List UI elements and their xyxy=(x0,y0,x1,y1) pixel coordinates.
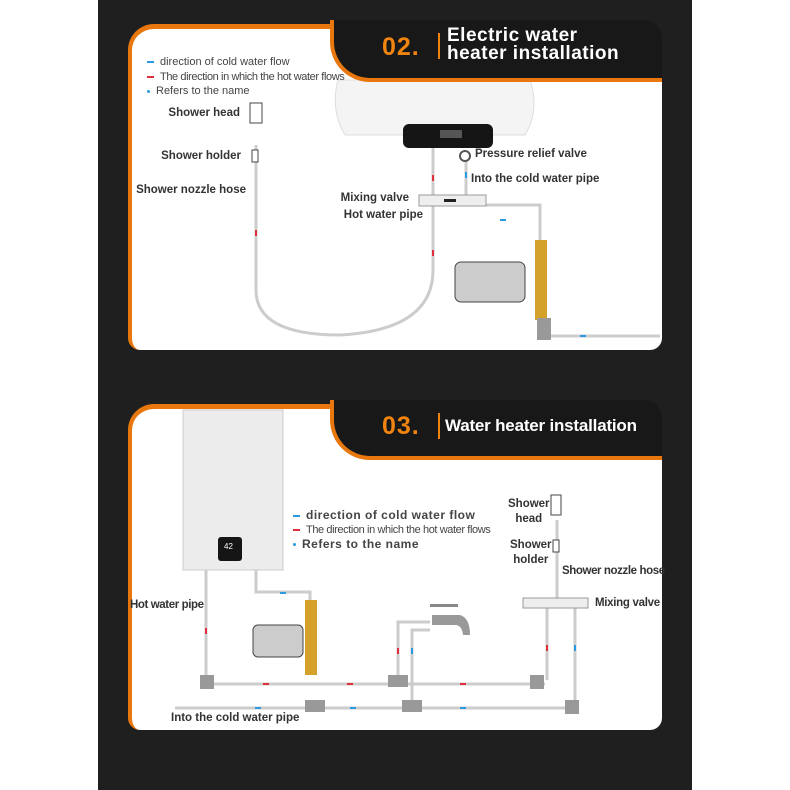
shower-holder-icon xyxy=(552,539,560,553)
label-shower-nozzle-hose: Shower nozzle hose xyxy=(136,184,246,196)
label-shower-head: Shower head xyxy=(168,107,240,119)
electric-heater-icon xyxy=(334,79,535,136)
label-hot-water-pipe: Hot water pipe xyxy=(343,209,423,221)
faucet-icon xyxy=(432,615,470,635)
legend-name: Refers to the name xyxy=(293,537,419,551)
mixing-valve-icon xyxy=(522,597,589,609)
pump-icon xyxy=(252,624,304,658)
pipe-tee-icon xyxy=(388,675,408,687)
section-3-header xyxy=(330,400,662,460)
section-3-number: 03. xyxy=(382,412,420,440)
label-cold-water-pipe: Into the cold water pipe xyxy=(471,173,600,185)
pipe-elbow-icon xyxy=(200,675,214,689)
label-hot-water-pipe: Hot water pipe xyxy=(130,599,204,611)
label-shower-holder: Shower holder xyxy=(161,150,241,162)
legend-cold: direction of cold water flow xyxy=(147,56,290,68)
legend-name: Refers to the name xyxy=(147,85,250,97)
label-shower-nozzle-hose: Shower nozzle hose xyxy=(562,565,665,577)
label-mixing-valve: Mixing valve xyxy=(340,192,409,204)
heater-display-icon xyxy=(218,537,242,561)
pipe-tee-icon xyxy=(305,700,325,712)
section-2-header xyxy=(330,20,662,82)
legend-hot: The direction in which the hot water flo… xyxy=(293,524,491,536)
svg-text:42: 42 xyxy=(224,542,233,551)
label-pressure-relief-valve: Pressure relief valve xyxy=(475,148,587,160)
header-divider xyxy=(438,33,440,59)
shower-holder-icon xyxy=(251,149,259,163)
brass-valve-icon xyxy=(535,240,547,320)
legend-hot: The direction in which the hot water flo… xyxy=(147,71,345,83)
pipe-tee-icon xyxy=(402,700,422,712)
shower-head-icon xyxy=(550,494,562,516)
legend-cold: direction of cold water flow xyxy=(293,508,475,522)
pump-icon xyxy=(454,261,526,303)
header-divider xyxy=(438,413,440,439)
shower-head-icon xyxy=(249,102,263,124)
label-mixing-valve: Mixing valve xyxy=(595,597,660,609)
section-3-title: Water heater installation xyxy=(445,416,637,435)
pipe-elbow-icon xyxy=(565,700,579,714)
pipe-elbow-icon xyxy=(537,318,551,340)
section-2-number: 02. xyxy=(382,33,420,61)
pipe-elbow-icon xyxy=(530,675,544,689)
pressure-relief-valve-icon xyxy=(459,150,471,162)
label-cold-water-pipe: Into the cold water pipe xyxy=(171,712,300,724)
brass-valve-icon xyxy=(305,600,317,675)
